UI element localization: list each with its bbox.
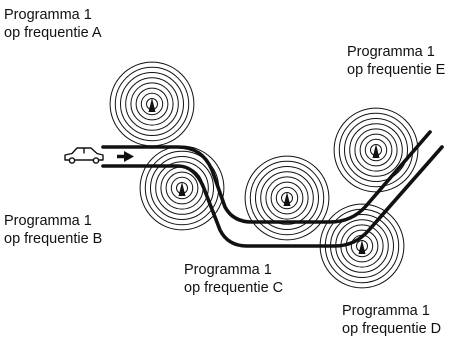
coverage-ring bbox=[364, 138, 388, 162]
antenna-icon bbox=[283, 192, 291, 206]
coverage-ring bbox=[165, 171, 199, 205]
coverage-ring bbox=[265, 176, 309, 220]
coverage-ring bbox=[260, 171, 314, 225]
antenna-icon bbox=[372, 144, 380, 158]
coverage-ring bbox=[120, 72, 184, 136]
coverage-ring bbox=[155, 161, 209, 215]
road-edge-top bbox=[101, 130, 432, 224]
coverage-ring bbox=[125, 77, 179, 131]
coverage-ring bbox=[170, 176, 194, 200]
transmitter-c-coverage bbox=[244, 155, 330, 241]
coverage-ring bbox=[150, 156, 214, 220]
coverage-ring bbox=[249, 160, 325, 236]
transmitter-a-coverage bbox=[109, 61, 195, 147]
coverage-ring bbox=[135, 87, 169, 121]
road bbox=[101, 130, 444, 248]
coverage-ring bbox=[130, 82, 174, 126]
coverage-ring bbox=[275, 186, 299, 210]
direction-arrow-icon bbox=[117, 151, 134, 162]
antenna-icon bbox=[358, 240, 366, 254]
coverage-ring bbox=[114, 66, 190, 142]
transmitter-b-coverage bbox=[139, 145, 225, 231]
coverage-ring bbox=[270, 181, 304, 215]
road-edge-bottom bbox=[101, 145, 444, 248]
coverage-ring bbox=[349, 123, 403, 177]
coverage-ring bbox=[344, 118, 408, 182]
coverage-ring bbox=[244, 155, 330, 241]
coverage-ring bbox=[255, 166, 319, 230]
coverage-ring bbox=[359, 133, 393, 167]
antenna-icon bbox=[178, 182, 186, 196]
antenna-icon bbox=[148, 98, 156, 112]
coverage-ring bbox=[354, 128, 398, 172]
transmitter-e-coverage bbox=[333, 107, 419, 193]
car-icon bbox=[64, 147, 104, 164]
coverage-ring bbox=[140, 92, 164, 116]
